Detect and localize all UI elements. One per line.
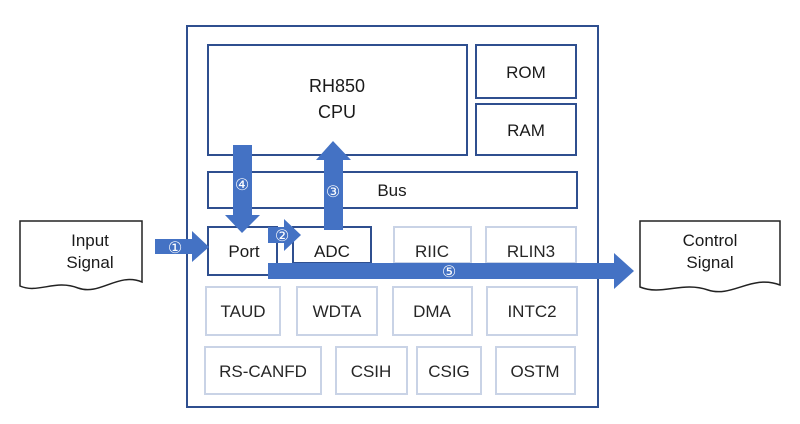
csih-label: CSIH xyxy=(351,362,392,381)
rom-label: ROM xyxy=(506,63,546,82)
rscanfd-block xyxy=(204,346,322,395)
rlin3-label: RLIN3 xyxy=(507,242,555,261)
ostm-block xyxy=(495,346,576,395)
csig-label: CSIG xyxy=(428,362,470,381)
arrow-4-label: ④ xyxy=(235,175,249,194)
arrow-3-label: ③ xyxy=(326,182,340,201)
dma-block xyxy=(392,286,473,336)
arrow-5 xyxy=(268,253,634,289)
arrow-1 xyxy=(155,231,209,262)
taud-block xyxy=(205,286,281,336)
input-signal-label-line1: Input xyxy=(71,231,109,250)
intc2-label: INTC2 xyxy=(507,302,556,321)
csig-block xyxy=(416,346,482,395)
riic-label: RIIC xyxy=(415,242,449,261)
dma-label: DMA xyxy=(413,302,451,321)
csih-block xyxy=(335,346,408,395)
rom-block xyxy=(475,44,577,99)
intc2-block xyxy=(486,286,578,336)
ram-label: RAM xyxy=(507,121,545,140)
arrow-2 xyxy=(268,219,301,251)
cpu-label-line1: RH850 xyxy=(309,76,365,96)
control-signal-label-line1: Control xyxy=(683,231,738,250)
ram-block xyxy=(475,103,577,156)
adc-label: ADC xyxy=(314,242,350,261)
input-signal-label-line2: Signal xyxy=(66,253,113,272)
cpu-block xyxy=(207,44,468,156)
bus-label: Bus xyxy=(377,181,406,200)
arrow-3 xyxy=(316,141,351,230)
rscanfd-label: RS-CANFD xyxy=(219,362,307,381)
arrow-5-label: ⑤ xyxy=(442,262,456,281)
arrow-1-label: ① xyxy=(168,238,182,257)
input-signal-document xyxy=(19,220,143,291)
microcontroller-outline xyxy=(186,25,599,408)
arrow-4 xyxy=(225,145,260,233)
wdta-label: WDTA xyxy=(313,302,362,321)
cpu-label-line2: CPU xyxy=(318,102,356,122)
control-signal-label-line2: Signal xyxy=(686,253,733,272)
wdta-block xyxy=(296,286,378,336)
arrow-2-label: ② xyxy=(275,226,289,245)
taud-label: TAUD xyxy=(220,302,265,321)
ostm-label: OSTM xyxy=(510,362,559,381)
port-label: Port xyxy=(228,242,259,261)
control-signal-document xyxy=(639,220,781,293)
bus-block xyxy=(207,171,578,209)
